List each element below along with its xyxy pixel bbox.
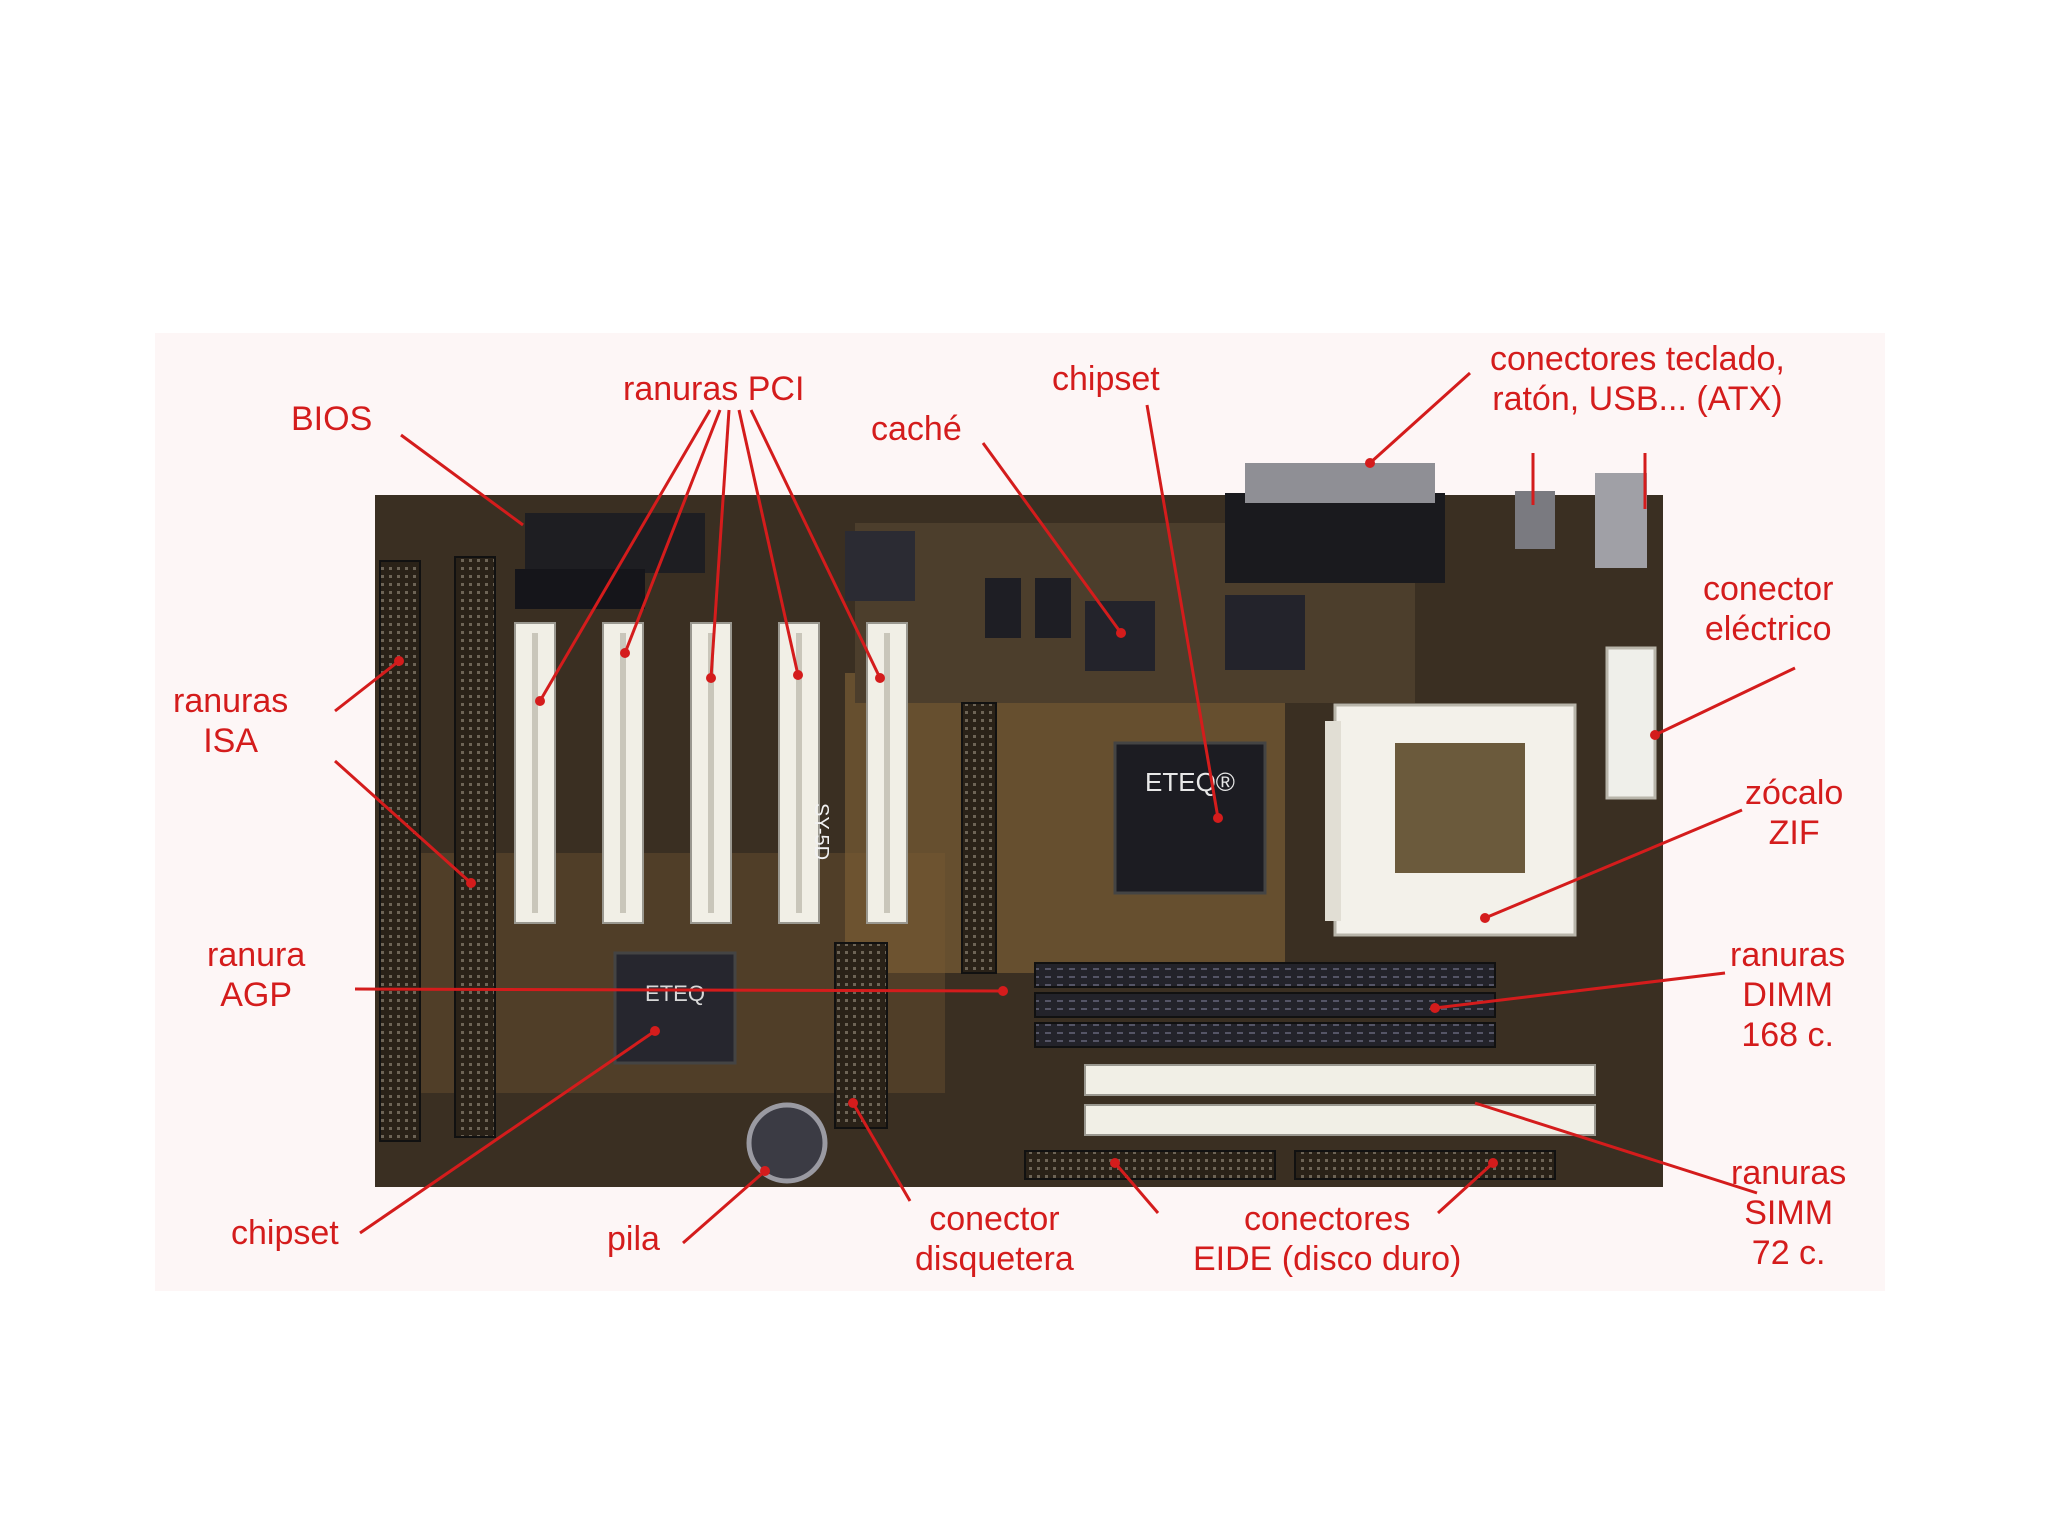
label-agp-slot: ranura AGP [207, 935, 305, 1015]
zif-socket [1325, 705, 1575, 935]
label-eide-connectors: conectores EIDE (disco duro) [1193, 1199, 1461, 1279]
label-chipset-bottom: chipset [231, 1213, 339, 1253]
agp-slot [962, 703, 996, 973]
label-atx-connectors: conectores teclado, ratón, USB... (ATX) [1490, 339, 1785, 419]
label-bios: BIOS [291, 399, 372, 439]
label-chipset-top: chipset [1052, 359, 1160, 399]
label-simm-slots: ranuras SIMM 72 c. [1731, 1153, 1846, 1273]
label-battery: pila [607, 1219, 660, 1259]
board-silkscreen: SY-5D [810, 803, 832, 860]
label-cache: caché [871, 409, 962, 449]
northbridge-brand: ETEQ® [1145, 767, 1235, 797]
label-pci-slots: ranuras PCI [623, 369, 804, 409]
label-zif-socket: zócalo ZIF [1745, 773, 1843, 853]
label-floppy-connector: conector disquetera [915, 1199, 1074, 1279]
floppy-connector [835, 943, 887, 1128]
diagram-panel: ETEQ® ETEQ SY-5D [155, 333, 1885, 1291]
dimm-slots [1035, 963, 1495, 1047]
label-dimm-slots: ranuras DIMM 168 c. [1730, 935, 1845, 1055]
power-connector [1607, 648, 1655, 798]
motherboard-photo: ETEQ® ETEQ SY-5D [155, 333, 1885, 1291]
southbridge-brand: ETEQ [645, 981, 705, 1006]
northbridge-chip: ETEQ® [1115, 743, 1265, 893]
label-power-connector: conector eléctrico [1703, 569, 1833, 649]
label-isa-slots: ranuras ISA [173, 681, 288, 761]
